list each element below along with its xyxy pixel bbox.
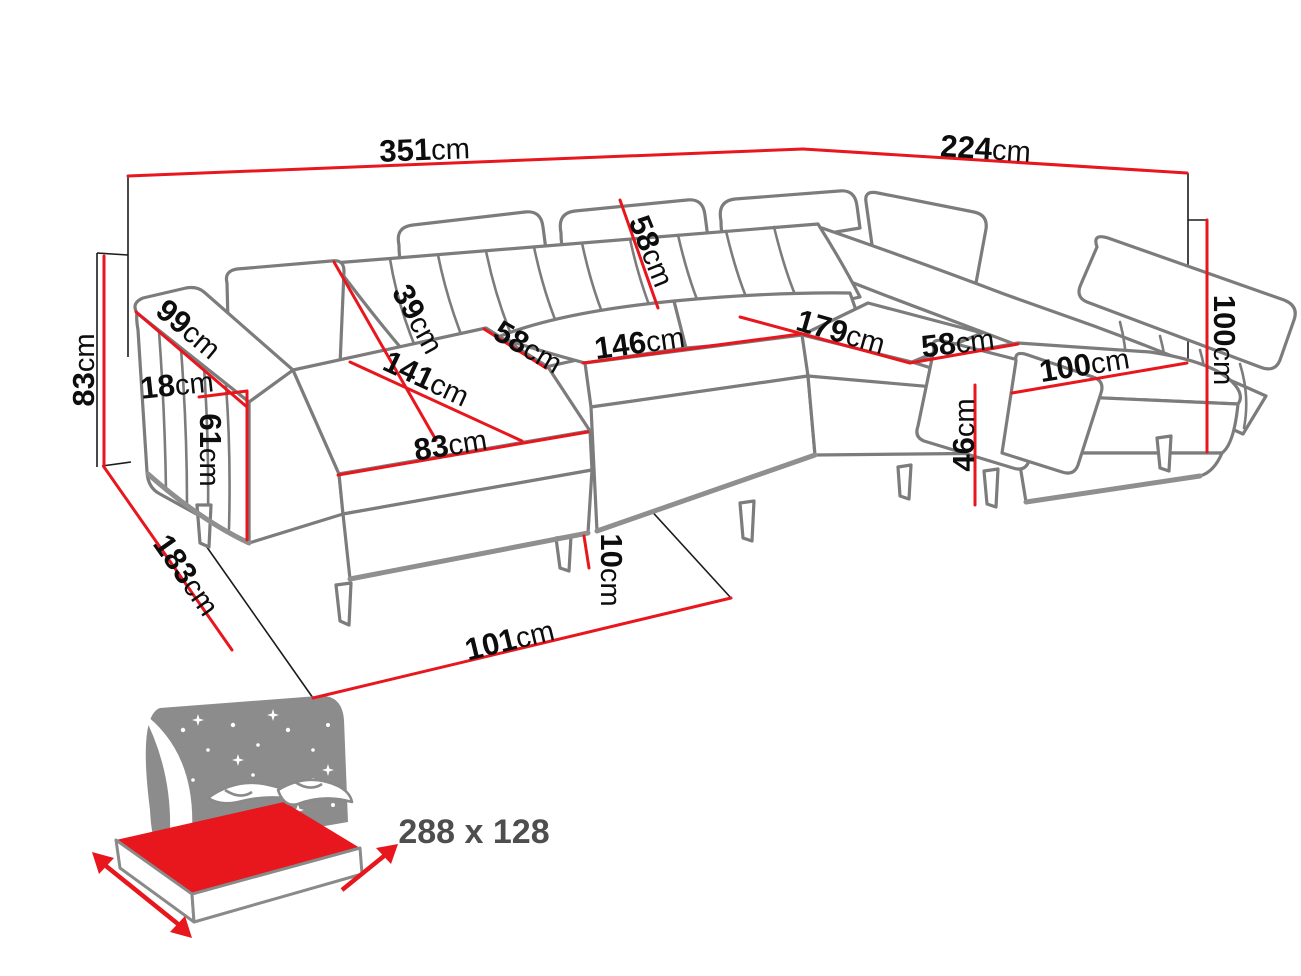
dimension-label-seat-depth-right: 58cm [919,321,996,365]
dimension-line-seat-depth-left [482,327,548,370]
unfold-arrows [92,844,398,938]
dimension-label-chaise-left-inner: 83cm [411,422,489,468]
leg [896,463,913,501]
guide-tick-83-top [96,252,129,256]
dimension-line-armrest-top-length [134,310,249,409]
leg [1155,434,1173,473]
dimension-line-seat-width-center [581,332,802,365]
guide-tick-83-bottom [101,461,132,467]
dimension-line-backrest-depth [332,260,438,442]
bed-pillows [206,778,354,806]
leg [982,467,1000,509]
dimension-label-armrest-width: 18cm [139,363,216,405]
armrest-top [133,285,295,404]
dimension-label-total-height-right: 100cm [1207,295,1242,386]
dimension-label-seat-width-center: 146cm [592,319,687,366]
bed-size-label: 288 x 128 [398,813,549,851]
dimension-line-section-right-length [738,315,912,365]
dimension-line-total-width-back [126,147,805,178]
dimension-label-chaise-right-length: 100cm [1037,340,1132,389]
dimension-lines [102,147,1209,700]
dimension-label-seat-height: 46cm [946,398,981,471]
dimension-line-chaise-right-length [1010,361,1189,395]
sofa-legs [195,434,1173,627]
dimension-line-total-width-right [801,147,1189,175]
dimension-line-armrest-width [197,389,249,399]
armrest-pleats [157,329,231,531]
dimension-line-depth-left [102,465,234,652]
dimension-line-seat-depth-right [908,342,1020,365]
dimension-line-chaise-left-length [348,360,524,443]
dimension-label-total-width-right: 224cm [939,128,1032,169]
guide-floor-left [203,542,314,699]
leg [334,581,353,627]
dimension-label-total-height-left: 83cm [66,333,101,406]
headrest-right [1077,235,1297,371]
dimension-label-depth-left: 183cm [146,528,227,622]
bed-mattress-top [116,802,360,894]
dimension-line-leg-height [582,534,591,570]
dimension-label-leg-height: 10cm [594,533,629,606]
dimension-line-headrest-width [618,198,660,310]
base-shadow-edges [145,452,1203,582]
pillow-corner-2 [1000,351,1104,475]
sleeping-function-icon: 288 x 128 [92,695,550,938]
dimension-label-total-width-back: 351cm [379,130,471,169]
leg [738,499,756,543]
dimension-line-chaise-left-inner [336,430,590,477]
dimension-label-width-front: 101cm [461,612,557,667]
dimension-line-width-front [311,596,733,700]
dimension-label-armrest-height: 61cm [193,413,228,486]
sofa-drawing [133,189,1297,627]
